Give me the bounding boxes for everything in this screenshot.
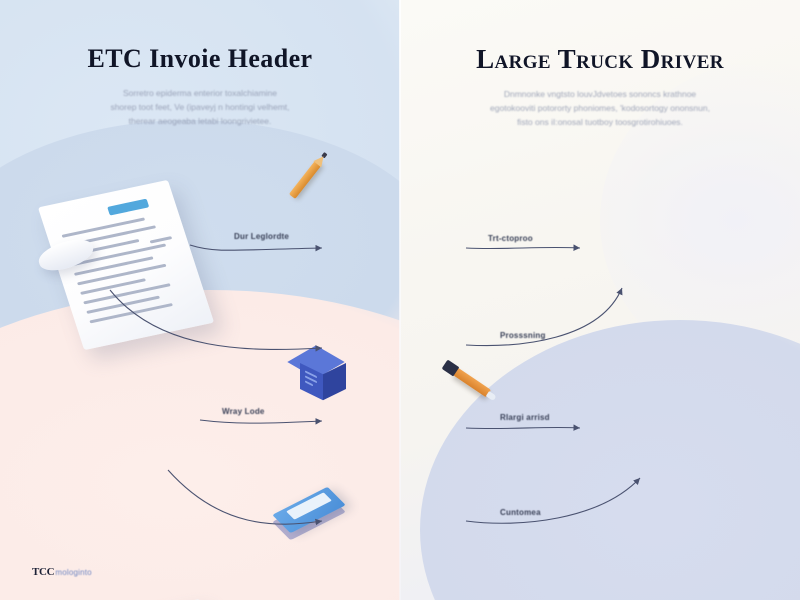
panel-divider bbox=[399, 0, 401, 600]
left-subtitle-line-2: shorep toot feet, Ve (ipaveyj n hontingi… bbox=[110, 102, 290, 112]
right-arrow-label-2: Prosssning bbox=[500, 331, 546, 340]
blue-book-icon bbox=[272, 486, 346, 541]
left-arrow-label-1: Dur Leglordte bbox=[234, 232, 290, 241]
left-header: ETC Invoie Header Sorretro epiderma ente… bbox=[30, 44, 370, 128]
brand-mark: TCC bbox=[32, 566, 55, 578]
background-blob-right-bottom bbox=[420, 320, 800, 600]
right-arrow-label-3: Rlargi arrisd bbox=[500, 413, 550, 422]
left-arrow-label-3: Wray Lode bbox=[222, 407, 265, 416]
right-arrow-label-4: Cuntomea bbox=[500, 508, 541, 517]
left-subtitle: Sorretro epiderma enterior toxalchiamine… bbox=[75, 86, 325, 128]
right-subtitle: Dnmnonke vngtsto louvJdvetoes sononcs kr… bbox=[475, 87, 725, 129]
right-subtitle-line-1: Dnmnonke vngtsto louvJdvetoes sononcs kr… bbox=[503, 89, 697, 99]
invoice-document-icon bbox=[35, 179, 215, 351]
package-cube-icon bbox=[287, 345, 346, 401]
left-subtitle-line-1: Sorretro epiderma enterior toxalchiamine bbox=[122, 88, 278, 98]
brand-logo: TCC mologinto bbox=[32, 566, 92, 578]
right-subtitle-line-3: fisto ons iI:onosal tuotboy toosgrotiroh… bbox=[517, 117, 683, 127]
left-subtitle-line-3: therear aeogeaba letabi loongrivietee. bbox=[128, 116, 272, 126]
right-arrow-label-1: Trt-ctoproo bbox=[488, 234, 533, 243]
brand-suffix: mologinto bbox=[55, 568, 92, 577]
right-subtitle-line-2: egotokooviti potororty phoniomes, 'kodos… bbox=[490, 103, 710, 113]
right-title: Large Truck Driver bbox=[476, 44, 724, 74]
left-title: ETC Invoie Header bbox=[87, 44, 313, 73]
right-header: Large Truck Driver Dnmnonke vngtsto louv… bbox=[430, 44, 770, 129]
